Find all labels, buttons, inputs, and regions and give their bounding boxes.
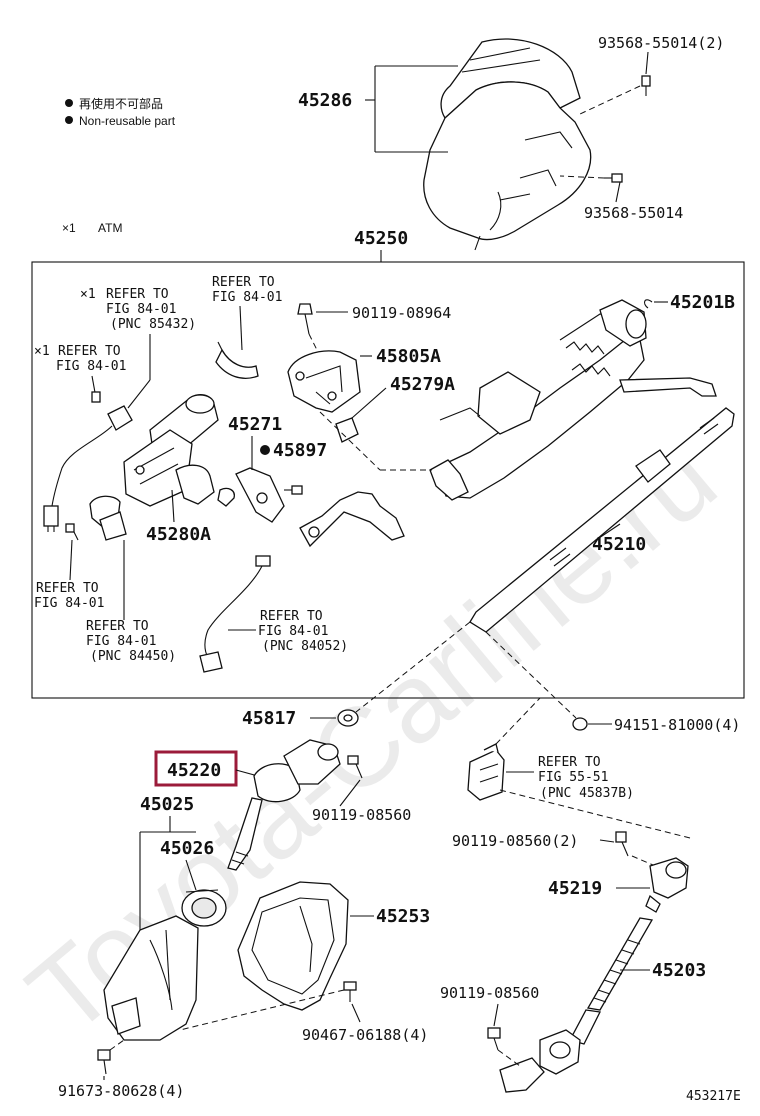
label-90119-08560-lower: 90119-08560 xyxy=(440,984,539,1002)
nut-94151-81000 xyxy=(572,717,588,731)
bracket-45805A xyxy=(287,350,361,413)
svg-text:FIG 84-01: FIG 84-01 xyxy=(258,624,328,639)
assembly-frame xyxy=(31,261,745,699)
svg-text:(PNC 84450): (PNC 84450) xyxy=(90,649,176,664)
ignition-switch-assembly xyxy=(123,393,235,507)
label-90119-08560-upper: 90119-08560 xyxy=(312,806,411,824)
bolt-45897 xyxy=(284,485,303,495)
label-45253: 45253 xyxy=(376,906,430,927)
legend-atm-marker: ×1 xyxy=(62,221,76,235)
svg-text:REFER TO: REFER TO xyxy=(58,344,121,359)
svg-text:REFER TO: REFER TO xyxy=(538,755,601,770)
bolt-90119-08560-pair xyxy=(615,831,629,857)
legend-non-reusable-jp: 再使用不可部品 xyxy=(79,96,163,111)
intermediate-shaft-45220[interactable] xyxy=(227,739,341,871)
label-94151-81000-4: 94151-81000(4) xyxy=(614,716,740,734)
figure-id: 453217E xyxy=(686,1089,741,1104)
ref-note-84-01-pnc-84450: REFER TO FIG 84-01 (PNC 84450) xyxy=(86,619,176,664)
svg-text:(PNC 45837B): (PNC 45837B) xyxy=(540,786,634,801)
legend-atm-label: ATM xyxy=(98,221,122,235)
bracket-45837B xyxy=(467,743,505,801)
label-45250: 45250 xyxy=(354,228,408,249)
atm-sensor-wire xyxy=(43,391,133,532)
bolt-90119-08560-lower xyxy=(487,1027,501,1051)
label-45201B: 45201B xyxy=(670,292,735,313)
label-91673-80628-4: 91673-80628(4) xyxy=(58,1082,184,1100)
tilt-lever xyxy=(299,491,405,548)
yoke-45219 xyxy=(645,857,689,913)
label-45219: 45219 xyxy=(548,878,602,899)
svg-text:FIG 84-01: FIG 84-01 xyxy=(86,634,156,649)
bushing-45817 xyxy=(337,709,359,727)
bolt-91673-80628 xyxy=(97,1049,111,1075)
grommet-45026 xyxy=(181,889,227,927)
screw-93568-55014-a xyxy=(641,75,651,96)
label-45286: 45286 xyxy=(298,90,352,111)
clip-90467-06188 xyxy=(343,981,357,1002)
label-45025: 45025 xyxy=(140,794,194,815)
legend-non-reusable-en: Non-reusable part xyxy=(79,114,176,128)
sensor-wire-84052 xyxy=(199,555,271,673)
ref-note-84-01-atm: ×1 REFER TO FIG 84-01 xyxy=(34,344,126,374)
column-cover-upper xyxy=(423,38,592,251)
label-90119-08560-2: 90119-08560(2) xyxy=(452,832,578,850)
steering-shaft-45210 xyxy=(469,407,735,633)
label-93568-55014: 93568-55014 xyxy=(584,204,683,222)
svg-text:REFER TO: REFER TO xyxy=(86,619,149,634)
label-90467-06188-4: 90467-06188(4) xyxy=(302,1026,428,1044)
svg-text:FIG 84-01: FIG 84-01 xyxy=(34,596,104,611)
label-45817: 45817 xyxy=(242,708,296,729)
ref-note-84-01-clamp: REFER TO FIG 84-01 xyxy=(212,275,282,305)
ref-note-84-01-lower-left: REFER TO FIG 84-01 xyxy=(34,581,104,611)
label-45897: 45897 xyxy=(273,440,327,461)
svg-text:(PNC 85432): (PNC 85432) xyxy=(110,317,196,332)
svg-text:FIG 55-51: FIG 55-51 xyxy=(538,770,608,785)
steering-column-upper-45201B xyxy=(429,299,717,501)
label-45280A: 45280A xyxy=(146,524,211,545)
legend: 再使用不可部品 Non-reusable part ×1 ATM xyxy=(62,96,176,235)
label-45271: 45271 xyxy=(228,414,282,435)
svg-text:FIG 84-01: FIG 84-01 xyxy=(106,302,176,317)
wire-clamp xyxy=(215,341,259,379)
label-45805A: 45805A xyxy=(376,346,441,367)
svg-text:REFER TO: REFER TO xyxy=(106,287,169,302)
label-45279A: 45279A xyxy=(390,374,455,395)
label-45220[interactable]: 45220 xyxy=(167,760,221,781)
label-45203: 45203 xyxy=(652,960,706,981)
ref-note-84-01-pnc-84052: REFER TO FIG 84-01 (PNC 84052) xyxy=(258,609,348,654)
svg-text:REFER TO: REFER TO xyxy=(212,275,275,290)
label-45210: 45210 xyxy=(592,534,646,555)
filled-dot-icon xyxy=(65,116,73,124)
cover-45253 xyxy=(237,881,349,1011)
non-reusable-dot-45897 xyxy=(260,445,270,455)
label-93568-55014-2: 93568-55014(2) xyxy=(598,34,724,52)
bolt-90119-08560-upper xyxy=(347,755,363,779)
lever-bracket-45271 xyxy=(235,467,285,523)
ref-note-84-01-pnc-85432: ×1 REFER TO FIG 84-01 (PNC 85432) xyxy=(80,287,196,332)
screw-93568-55014-b xyxy=(604,173,623,183)
svg-text:×1: ×1 xyxy=(34,344,50,359)
label-45026: 45026 xyxy=(160,838,214,859)
stopper-45279A xyxy=(335,417,359,443)
label-90119-08964: 90119-08964 xyxy=(352,304,451,322)
highlight-box-45220 xyxy=(154,750,238,787)
svg-text:×1: ×1 xyxy=(80,287,96,302)
svg-text:FIG 84-01: FIG 84-01 xyxy=(212,290,282,305)
svg-text:REFER TO: REFER TO xyxy=(36,581,99,596)
ref-note-55-51-pnc-45837B: REFER TO FIG 55-51 (PNC 45837B) xyxy=(538,755,634,801)
bolt-90119-08964 xyxy=(297,303,313,335)
svg-text:REFER TO: REFER TO xyxy=(260,609,323,624)
filled-dot-icon xyxy=(65,99,73,107)
clamp-45280A-area xyxy=(65,495,127,541)
lower-shaft-45203 xyxy=(499,917,654,1093)
svg-text:FIG 84-01: FIG 84-01 xyxy=(56,359,126,374)
boot-45025 xyxy=(103,915,199,1041)
clip-45201B xyxy=(643,299,653,309)
svg-text:(PNC 84052): (PNC 84052) xyxy=(262,639,348,654)
